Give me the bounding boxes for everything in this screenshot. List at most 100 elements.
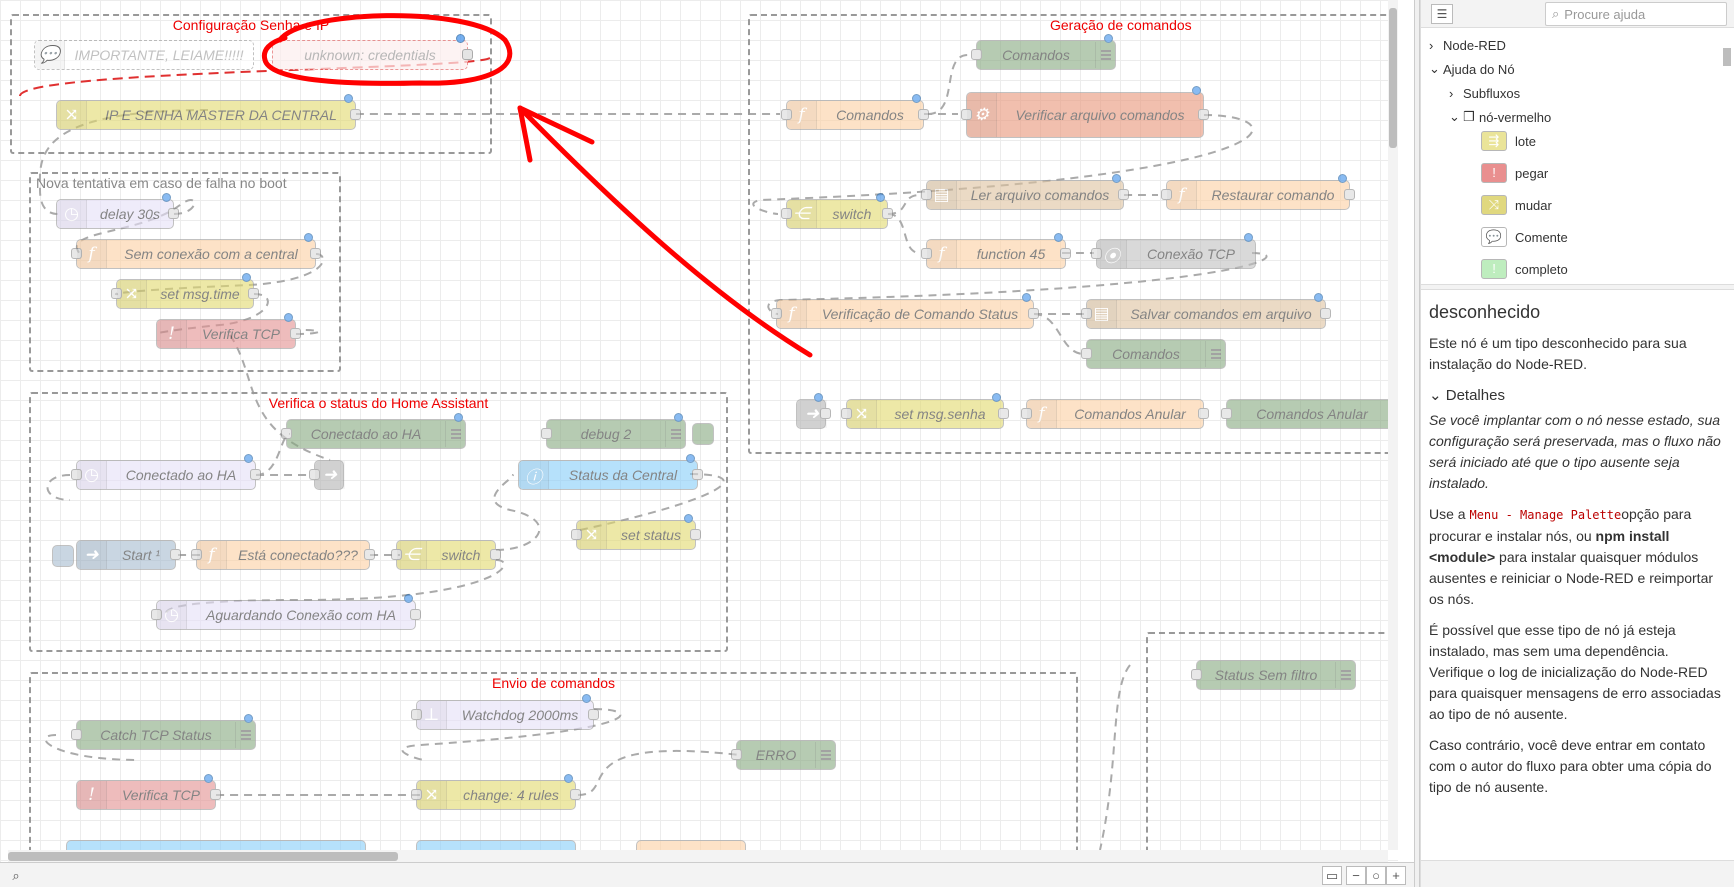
debug-node-erro[interactable]: ERRO — [731, 740, 836, 770]
tree-item-subfluxos[interactable]: › Subfluxos — [1449, 82, 1520, 104]
output-port[interactable] — [310, 248, 321, 259]
group-partial[interactable] — [1146, 632, 1398, 887]
trigger-node-watchdog[interactable]: ⊥ Watchdog 2000ms — [411, 694, 599, 730]
input-port[interactable] — [1021, 408, 1032, 419]
tree-item-node-red[interactable]: › Node-RED — [1429, 34, 1506, 56]
input-port[interactable] — [961, 109, 972, 120]
input-port[interactable] — [841, 408, 852, 419]
input-port[interactable] — [1081, 308, 1092, 319]
debug-node-catch-tcp[interactable]: Catch TCP Status — [71, 714, 256, 750]
debug-node-conectado-ha[interactable]: Conectado ao HA — [281, 413, 466, 449]
output-port[interactable] — [918, 109, 929, 120]
debug-list-icon[interactable] — [665, 421, 685, 447]
output-port[interactable] — [1320, 308, 1331, 319]
output-port[interactable] — [1060, 248, 1071, 259]
tree-item-pegar[interactable]: ! pegar — [1481, 162, 1548, 184]
zoom-in-icon[interactable]: + — [1386, 866, 1406, 885]
input-port[interactable] — [571, 529, 582, 540]
input-port[interactable] — [281, 428, 292, 439]
debug-list-icon[interactable] — [235, 722, 255, 748]
debug-list-icon[interactable] — [815, 742, 835, 768]
debug-node-comandos[interactable]: Comandos — [971, 34, 1116, 70]
inject-node-start[interactable]: ➜ Start ¹ — [76, 540, 181, 570]
function-node-restaurar[interactable]: f Restaurar comando — [1161, 174, 1355, 210]
tcp-node-conexao[interactable]: ⦿ Conexão TCP — [1091, 233, 1256, 269]
input-port[interactable] — [1221, 408, 1232, 419]
debug-list-icon[interactable] — [1095, 42, 1115, 68]
sidebar-divider[interactable] — [1421, 284, 1734, 290]
input-port[interactable] — [71, 469, 82, 480]
search-icon[interactable]: ⌕ — [12, 867, 20, 883]
details-heading[interactable]: ⌄ Detalhes — [1429, 385, 1727, 406]
input-port[interactable] — [541, 428, 552, 439]
tree-item-lote[interactable]: ⇶ lote — [1481, 130, 1536, 152]
output-port[interactable] — [1118, 189, 1129, 200]
change-node-set-senha[interactable]: ⤨ set msg.senha — [841, 393, 1009, 429]
delay-node-aguardando[interactable]: ◷ Aguardando Conexão com HA — [151, 594, 421, 630]
unknown-credentials-node[interactable]: unknown: credentials — [272, 34, 473, 70]
tree-item-no-vermelho[interactable]: ⌄ ❒ nó-vermelho — [1449, 106, 1551, 128]
output-port[interactable] — [290, 328, 301, 339]
trigger-node-conectado-ha[interactable]: ◷ Conectado ao HA — [71, 454, 261, 490]
input-port[interactable] — [309, 469, 320, 480]
group-verifica-status[interactable]: Verifica o status do Home Assistant — [29, 392, 728, 652]
change-node-4-rules[interactable]: ⤨ change: 4 rules — [411, 774, 581, 810]
input-port[interactable] — [1091, 248, 1102, 259]
group-configuracao[interactable]: Configuração Senha e IP — [10, 14, 492, 154]
zoom-reset-icon[interactable]: ○ — [1366, 866, 1386, 885]
output-port[interactable] — [1198, 109, 1209, 120]
group-geracao-comandos[interactable]: Geração de comandos — [748, 14, 1398, 454]
sidebar-separator[interactable] — [1414, 0, 1420, 887]
output-port[interactable] — [690, 529, 701, 540]
input-port[interactable] — [151, 609, 162, 620]
vertical-scroll-thumb[interactable] — [1389, 8, 1397, 148]
horizontal-scroll-thumb[interactable] — [8, 852, 398, 861]
debug-list-icon[interactable] — [1335, 662, 1355, 688]
output-port[interactable] — [168, 208, 179, 219]
exec-node-verificar-arquivo[interactable]: ⚙ Verificar arquivo comandos — [961, 86, 1209, 138]
input-port[interactable] — [1161, 189, 1172, 200]
output-port[interactable] — [882, 208, 893, 219]
output-port[interactable] — [588, 709, 599, 720]
link-out-node[interactable]: ➜ — [309, 460, 344, 490]
debug-list-icon[interactable] — [1205, 341, 1225, 367]
output-port[interactable] — [1028, 308, 1039, 319]
group-nova-tentativa[interactable]: Nova tentativa em caso de falha no boot — [29, 172, 341, 372]
tree-scroll-thumb[interactable] — [1723, 48, 1731, 66]
function-node-verif-status[interactable]: f Verificação de Comando Status — [771, 293, 1039, 329]
input-port[interactable] — [71, 729, 82, 740]
output-port[interactable] — [490, 549, 501, 560]
catch-node-verifica-tcp-2[interactable]: ! Verifica TCP — [76, 774, 221, 810]
debug-node-status-sem-filtro[interactable]: Status Sem filtro — [1191, 660, 1356, 690]
input-port[interactable] — [111, 288, 122, 299]
tree-item-mudar[interactable]: ⤨ mudar — [1481, 194, 1552, 216]
debug-node-comandos-2[interactable]: Comandos — [1081, 339, 1226, 369]
vertical-scrollbar[interactable] — [1388, 0, 1398, 850]
output-port[interactable] — [998, 408, 1009, 419]
function-node-comandos-anular[interactable]: f Comandos Anular — [1021, 399, 1209, 429]
tree-scrollbar[interactable] — [1722, 36, 1732, 278]
input-port[interactable] — [411, 789, 422, 800]
debug-node-comandos-anular[interactable]: Comandos Anular — [1221, 399, 1398, 429]
change-node-set-status[interactable]: ⤨ set status — [571, 514, 701, 550]
output-port[interactable] — [1198, 408, 1209, 419]
output-port[interactable] — [820, 408, 831, 419]
zoom-out-icon[interactable]: − — [1346, 866, 1366, 885]
output-port[interactable] — [250, 469, 261, 480]
input-port[interactable] — [411, 709, 422, 720]
function-node-45[interactable]: f function 45 — [921, 233, 1071, 269]
file-out-node-salvar[interactable]: ▤ Salvar comandos em arquivo — [1081, 293, 1331, 329]
switch-node-2[interactable]: ⋲ switch — [781, 193, 893, 229]
output-port[interactable] — [410, 609, 421, 620]
comment-node-importante[interactable]: 💬 IMPORTANTE, LEIAME!!!!! — [34, 40, 254, 70]
output-port[interactable] — [248, 288, 259, 299]
file-in-node-ler-arquivo[interactable]: ▤ Ler arquivo comandos — [921, 174, 1129, 210]
change-node-ip-senha[interactable]: ⤨ IP E SENHA MASTER DA CENTRAL — [56, 94, 361, 130]
change-node-set-time[interactable]: ⤨ set msg.time — [111, 273, 259, 309]
debug-node-2[interactable]: debug 2 — [541, 413, 686, 449]
delay-node-30s[interactable]: ◷ delay 30s — [56, 193, 179, 229]
input-port[interactable] — [1081, 348, 1092, 359]
output-port[interactable] — [1344, 189, 1355, 200]
tree-item-ajuda[interactable]: ⌄ Ajuda do Nó — [1429, 58, 1515, 80]
horizontal-scrollbar[interactable] — [8, 850, 1388, 862]
